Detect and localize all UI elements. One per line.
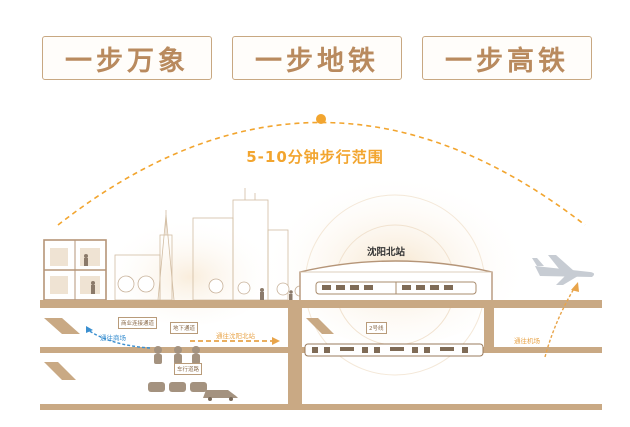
tagline-vientiane: 一步万象: [42, 36, 212, 80]
walking-range-arc: [57, 121, 586, 226]
left-building: [43, 239, 107, 301]
underground-people: [154, 346, 200, 364]
station-building: [299, 260, 493, 300]
walking-range-label: 5-10分钟步行范围: [246, 148, 384, 166]
line2-tag: 2号线: [366, 322, 387, 334]
tagline-metro: 一步地铁: [232, 36, 402, 80]
to-station-label: 通往沈阳北站: [216, 332, 255, 340]
parking-tag: 车行道路: [174, 363, 203, 375]
airplane-icon: [532, 255, 595, 285]
parked-cars: [148, 382, 238, 401]
city-halo: [100, 205, 280, 325]
to-mall-arrow: [87, 329, 151, 349]
to-mall-label: 通往商场: [100, 334, 126, 342]
tagline-highspeed-rail: 一步高铁: [422, 36, 592, 80]
to-airport-arrow: [544, 286, 576, 358]
mall-link-tag: 商业连接通道: [118, 317, 158, 329]
to-airport-label: 通往机场: [514, 337, 540, 345]
range-center-dot: [316, 114, 326, 124]
metro-train: [304, 343, 484, 357]
underground-link-tag: 地下通道: [170, 322, 199, 334]
street-people: [260, 288, 293, 300]
escalators: [44, 318, 334, 380]
station-name-label: 沈阳北站: [366, 247, 405, 258]
